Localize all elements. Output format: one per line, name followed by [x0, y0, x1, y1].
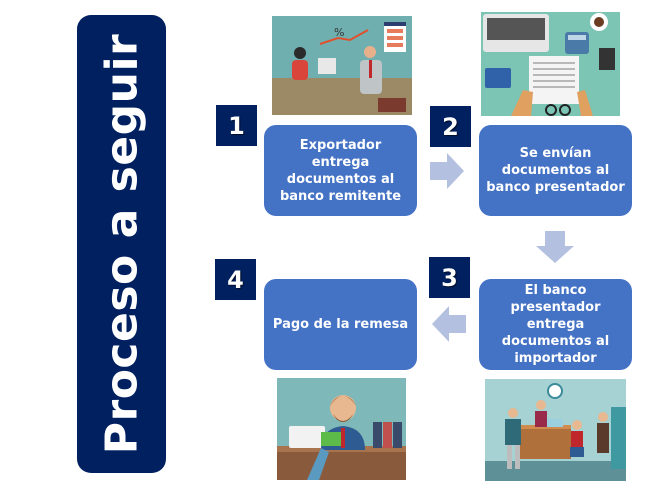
documents-desk-illustration: [481, 12, 620, 116]
meeting-office-illustration: %: [268, 14, 416, 117]
bank-lobby-illustration: [485, 379, 626, 481]
step-box-1: Exportador entrega documentos al banco r…: [264, 125, 417, 216]
step-text-3: El banco presentador entrega documentos …: [501, 283, 610, 366]
page-title: Proceso a seguir: [96, 33, 147, 455]
step-box-2: Se envían documentos al banco presentado…: [479, 125, 632, 216]
title-banner: Proceso a seguir: [77, 15, 166, 473]
step-text-2: Se envían documentos al banco presentado…: [486, 146, 625, 195]
arrow-down-icon: [536, 231, 574, 268]
step-number-2: 2: [430, 106, 471, 147]
step-box-4: Pago de la remesa: [264, 279, 417, 370]
step-number-3: 3: [429, 257, 470, 298]
svg-text:%: %: [334, 26, 344, 39]
arrow-right-icon: [430, 153, 464, 194]
arrow-left-icon: [432, 306, 466, 347]
step-text-4: Pago de la remesa: [272, 317, 409, 332]
step-number-1: 1: [216, 105, 257, 146]
step-number-4: 4: [215, 259, 256, 300]
bank-teller-payment-illustration: [277, 378, 406, 480]
step-text-1: Exportador entrega documentos al banco r…: [279, 137, 402, 204]
step-box-3: El banco presentador entrega documentos …: [479, 279, 632, 370]
